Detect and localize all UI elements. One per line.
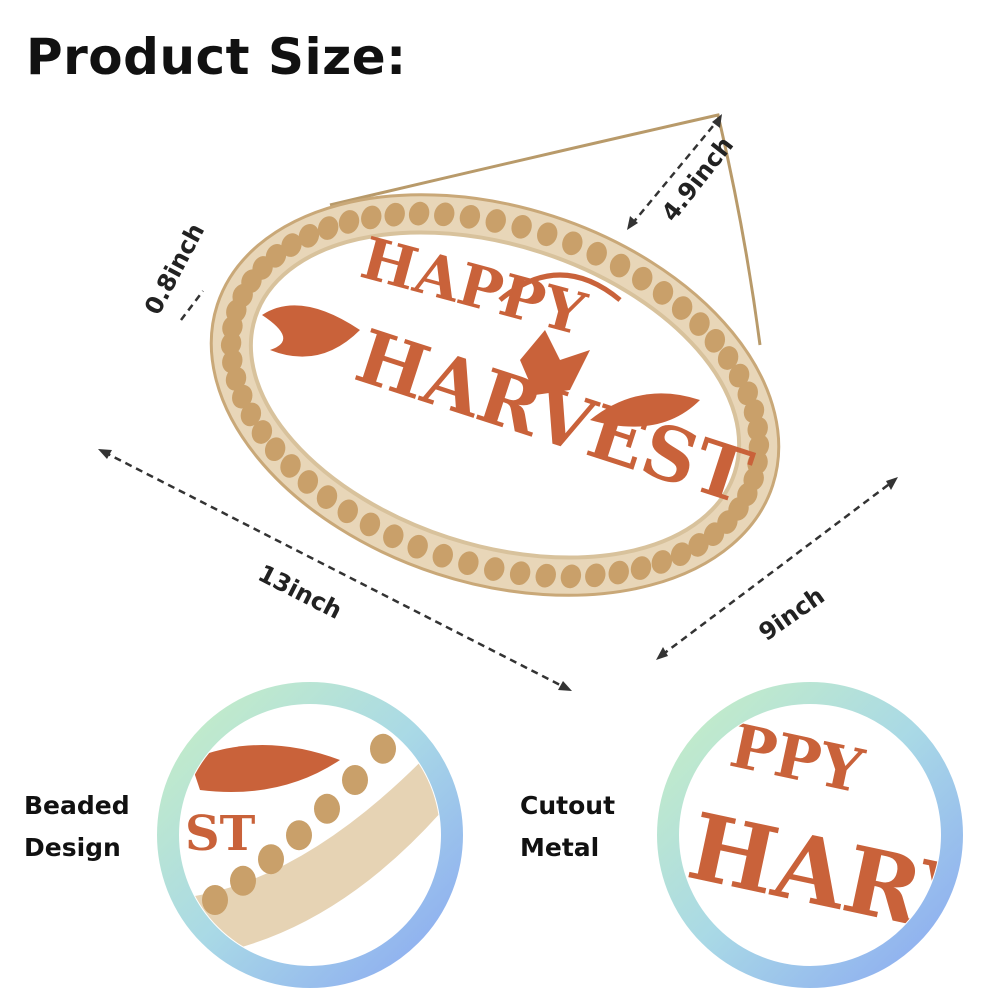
feature-line: Metal bbox=[520, 833, 600, 862]
wood-bead bbox=[609, 253, 631, 278]
wood-bead bbox=[484, 557, 505, 581]
wood-bead bbox=[264, 437, 286, 462]
detail-ring-right bbox=[657, 682, 963, 988]
svg-text:ST: ST bbox=[185, 806, 256, 862]
beaded-frame bbox=[209, 193, 781, 597]
wood-bead bbox=[281, 233, 302, 257]
arrow-heads bbox=[98, 114, 898, 691]
wood-bead bbox=[511, 214, 532, 239]
wood-bead bbox=[688, 533, 709, 557]
wood-bead bbox=[251, 420, 273, 444]
wood-bead bbox=[703, 522, 725, 546]
wood-bead bbox=[342, 765, 368, 795]
wood-bead bbox=[562, 231, 583, 256]
leaf-icon bbox=[520, 330, 590, 395]
wood-bead bbox=[671, 296, 693, 320]
wood-bead bbox=[509, 561, 531, 586]
jute-twine bbox=[329, 113, 762, 346]
wood-bead bbox=[220, 332, 242, 356]
feature-line: Cutout bbox=[520, 791, 616, 820]
wood-bead bbox=[537, 222, 558, 247]
wood-bead bbox=[314, 793, 340, 824]
wood-bead bbox=[651, 550, 673, 574]
feature-label-beaded-design: Beaded Design bbox=[24, 785, 130, 869]
wood-bead bbox=[585, 563, 606, 588]
beaded-detail-photo: ST bbox=[180, 664, 452, 965]
wood-bead bbox=[689, 312, 710, 336]
wood-bead bbox=[383, 524, 404, 549]
wood-bead bbox=[317, 216, 339, 240]
wood-bead bbox=[230, 865, 256, 896]
wood-bead bbox=[748, 434, 770, 458]
page-title: Product Size: bbox=[26, 28, 407, 86]
wood-bead bbox=[286, 820, 312, 851]
wood-bead bbox=[258, 844, 284, 875]
wood-bead bbox=[670, 542, 692, 567]
detail-ring-left bbox=[157, 682, 463, 988]
wood-bead bbox=[717, 346, 739, 370]
feature-line: Beaded bbox=[24, 791, 130, 820]
wood-bead bbox=[337, 499, 358, 524]
leaf-icon bbox=[262, 305, 360, 357]
wood-bead bbox=[408, 201, 430, 226]
wood-bead bbox=[632, 266, 653, 291]
wood-bead bbox=[316, 485, 338, 509]
wood-bead bbox=[222, 349, 243, 374]
wood-bead bbox=[338, 210, 360, 234]
wood-bead bbox=[458, 551, 479, 576]
wood-bead bbox=[728, 363, 750, 388]
wood-bead bbox=[265, 244, 287, 268]
feature-line: Design bbox=[24, 833, 121, 862]
wood-bead bbox=[535, 563, 556, 588]
wood-bead bbox=[426, 664, 452, 694]
leaf-icon bbox=[590, 393, 700, 427]
wood-bead bbox=[560, 564, 582, 589]
wood-bead bbox=[370, 733, 396, 764]
wood-bead bbox=[384, 202, 405, 227]
wood-bead bbox=[359, 512, 381, 537]
wood-bead bbox=[630, 556, 652, 580]
wood-bead bbox=[608, 560, 629, 585]
wood-bead bbox=[459, 204, 481, 229]
wood-bead bbox=[407, 534, 428, 559]
wood-bead bbox=[432, 543, 453, 568]
dimension-arrows bbox=[103, 119, 893, 690]
wood-bead bbox=[747, 416, 768, 441]
wood-bead bbox=[434, 202, 455, 227]
wood-bead bbox=[232, 384, 253, 409]
wood-bead bbox=[202, 885, 228, 915]
wood-bead bbox=[704, 328, 726, 353]
wood-bead bbox=[298, 223, 320, 248]
wood-bead bbox=[240, 402, 262, 427]
wood-bead bbox=[297, 470, 319, 494]
wood-bead bbox=[737, 381, 758, 406]
wood-bead bbox=[586, 241, 607, 266]
wood-bead bbox=[652, 281, 674, 305]
wood-bead bbox=[485, 209, 506, 233]
wood-bead bbox=[280, 454, 301, 478]
wood-bead bbox=[361, 205, 382, 230]
wood-bead bbox=[747, 451, 768, 475]
feature-label-cutout-metal: Cutout Metal bbox=[520, 785, 615, 869]
